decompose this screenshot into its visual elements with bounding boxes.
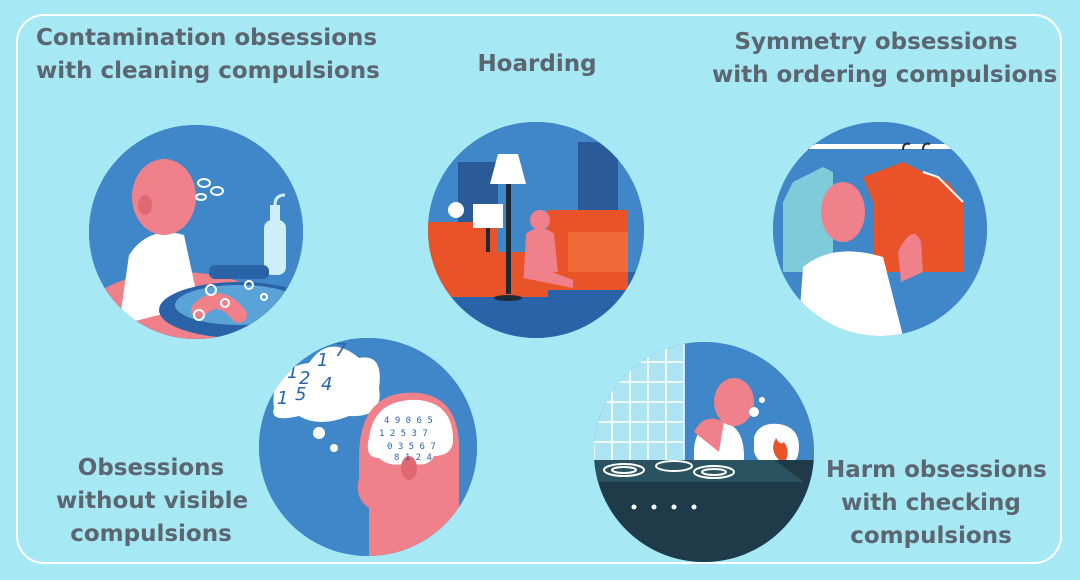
- svg-text:8 1 2 4: 8 1 2 4: [394, 453, 432, 463]
- symmetry-label-line1: Symmetry obsessions: [734, 29, 1018, 55]
- harm-label-line2: with checking: [841, 490, 1021, 516]
- symmetry-label: Symmetry obsessions with ordering compul…: [712, 26, 1058, 92]
- obsessions-label-line3: compulsions: [70, 521, 232, 547]
- infographic-frame: [16, 14, 1062, 564]
- hoarding-label-line1: Hoarding: [477, 51, 597, 77]
- hoarding-label: Hoarding: [470, 48, 604, 81]
- obsessions-label-line1: Obsessions: [77, 455, 225, 481]
- thought-number: 4: [321, 374, 332, 395]
- symmetry-label-line2: with ordering compulsions: [712, 62, 1058, 88]
- hoarding-illustration: [428, 122, 644, 338]
- obsessions-label-line2: without visible: [56, 488, 249, 514]
- harm-label-line1: Harm obsessions: [826, 457, 1047, 483]
- obsessions-label: Obsessions without visible compulsions: [56, 452, 249, 551]
- svg-text:4 9 0 6 5: 4 9 0 6 5: [384, 416, 433, 426]
- harm-label-line3: compulsions: [850, 523, 1012, 549]
- thought-number: 1: [277, 388, 288, 409]
- mental-obsessions-illustration: 4 9 0 6 5 1 2 5 3 7 0 3 5 6 7 8 1 2 4 1 …: [259, 338, 477, 556]
- harm-illustration: [594, 342, 814, 562]
- symmetry-illustration: [773, 122, 987, 336]
- thought-number: 7: [335, 340, 347, 361]
- thought-number: 2: [299, 368, 310, 389]
- contamination-label-line1: Contamination obsessions: [36, 25, 378, 51]
- thought-numbers: 1 7 1 2 4 1 5: [277, 340, 347, 409]
- thought-number: 1: [287, 362, 298, 383]
- contamination-label-line2: with cleaning compulsions: [36, 58, 380, 84]
- contamination-illustration: [89, 125, 303, 339]
- harm-label: Harm obsessions with checking compulsion…: [826, 454, 1047, 553]
- thought-number: 1: [317, 350, 328, 371]
- svg-text:1 2 5 3 7: 1 2 5 3 7: [379, 429, 428, 439]
- svg-text:0 3 5 6 7: 0 3 5 6 7: [387, 442, 436, 452]
- thought-number: 5: [295, 384, 306, 405]
- contamination-label: Contamination obsessions with cleaning c…: [36, 22, 380, 88]
